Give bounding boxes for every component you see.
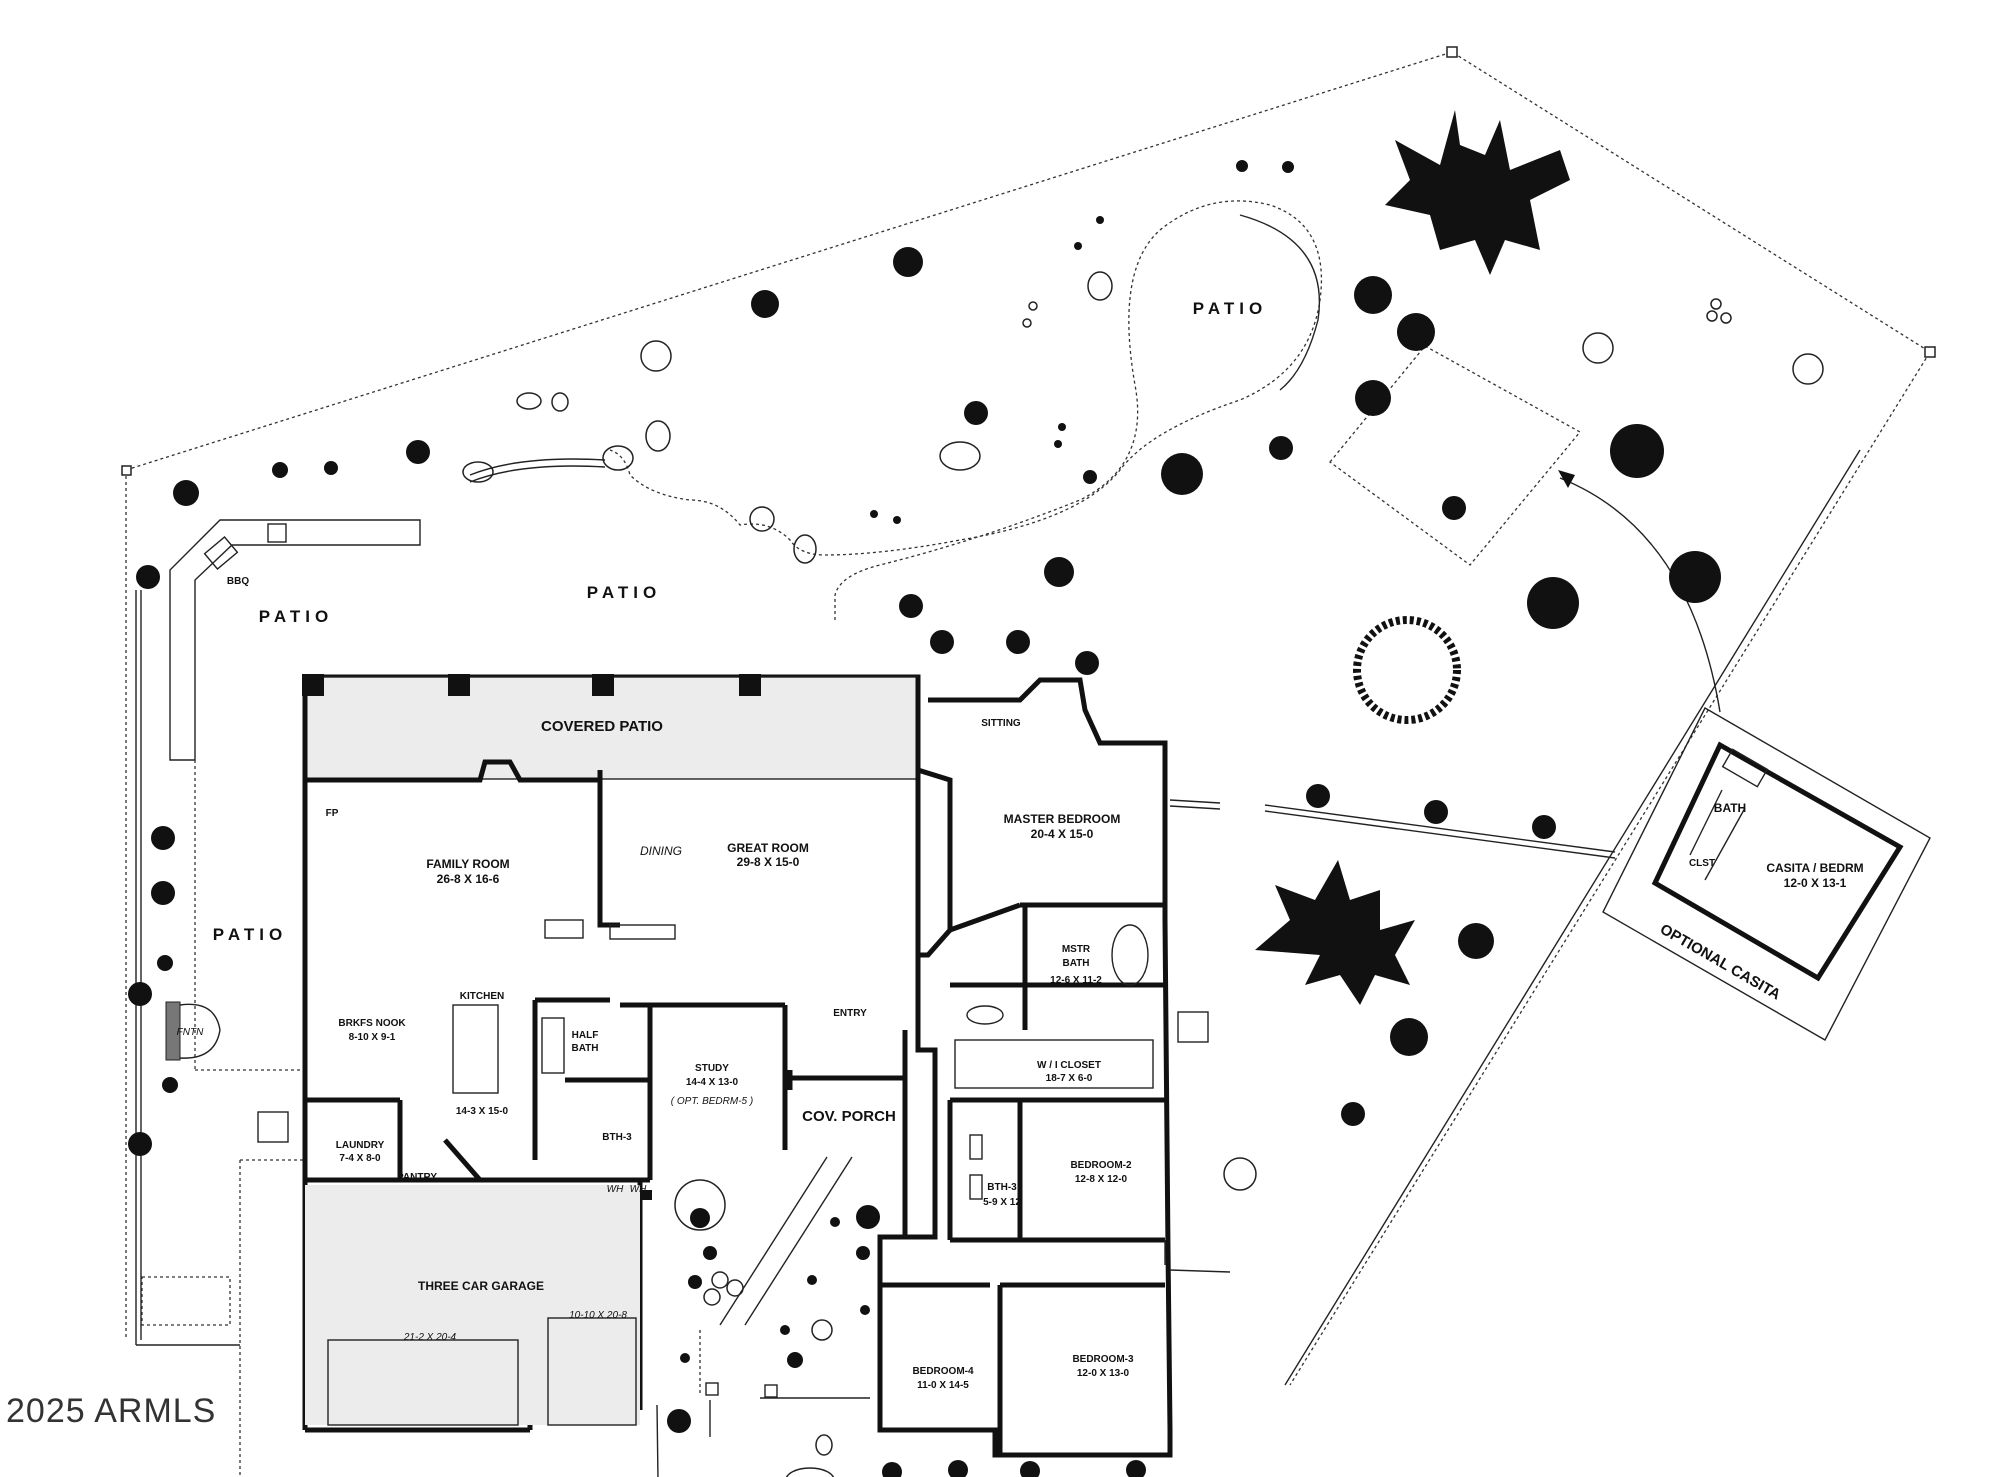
label-wi-closet-dim: 18-7 X 6-0 <box>1046 1073 1093 1084</box>
label-bedroom-4-dim: 11-0 X 14-5 <box>917 1380 969 1391</box>
label-patio-center: PATIO <box>587 583 661 602</box>
label-laundry-dim: 7-4 X 8-0 <box>339 1153 381 1164</box>
label-fntn: FNTN <box>177 1027 204 1038</box>
label-bedroom-3-dim: 12-0 X 13-0 <box>1077 1368 1130 1379</box>
label-three-car-garage: THREE CAR GARAGE <box>418 1279 544 1293</box>
label-garage-dim-a: 21-2 X 20-4 <box>403 1332 457 1343</box>
label-bedroom-2: BEDROOM-2 <box>1070 1160 1132 1171</box>
label-casita-dim: 12-0 X 13-1 <box>1784 876 1847 890</box>
label-study-opt: ( OPT. BEDRM-5 ) <box>671 1096 753 1107</box>
label-patio-left: PATIO <box>213 925 287 944</box>
label-bedroom-2-dim: 12-8 X 12-0 <box>1075 1174 1128 1185</box>
label-bbq: BBQ <box>227 576 249 587</box>
label-bth3-b-dim: 5-9 X 12 <box>983 1197 1021 1208</box>
label-sitting: SITTING <box>981 718 1021 729</box>
pool-outline <box>609 200 1323 620</box>
label-half-bath: HALF <box>572 1030 599 1041</box>
label-garage-dim-b: 10-10 X 20-8 <box>569 1310 627 1321</box>
label-half-bath-2: BATH <box>571 1043 598 1054</box>
label-family-room-dim: 26-8 X 16-6 <box>437 872 500 886</box>
landscape-trees <box>128 110 1721 1477</box>
label-master-bedroom-dim: 20-4 X 15-0 <box>1031 827 1094 841</box>
label-pantry: PANTRY <box>397 1172 437 1183</box>
label-cov-porch: COV. PORCH <box>802 1108 896 1125</box>
label-casita-clst: CLST <box>1689 858 1715 869</box>
label-study: STUDY <box>695 1063 729 1074</box>
label-fp: FP <box>326 808 339 819</box>
label-casita: CASITA / BEDRM <box>1766 861 1863 875</box>
casita <box>1602 707 1931 1041</box>
label-master-bedroom: MASTER BEDROOM <box>1004 812 1121 826</box>
label-laundry: LAUNDRY <box>336 1140 385 1151</box>
label-kitchen-dim: 14-3 X 15-0 <box>456 1106 509 1117</box>
label-study-dim: 14-4 X 13-0 <box>686 1077 739 1088</box>
label-optional-casita: OPTIONAL CASITA <box>1657 921 1784 1004</box>
label-patio-top: PATIO <box>1193 299 1267 318</box>
label-mstr-bath-dim: 12-6 X 11-2 <box>1050 975 1102 986</box>
label-bedroom-4: BEDROOM-4 <box>912 1366 974 1377</box>
bbq-counter <box>169 519 421 761</box>
label-entry: ENTRY <box>833 1008 867 1019</box>
copyright-text: 2025 ARMLS <box>6 1392 217 1430</box>
label-brkfs-nook-dim: 8-10 X 9-1 <box>349 1032 396 1043</box>
label-wi-closet: W / I CLOSET <box>1037 1060 1101 1071</box>
label-casita-bath: BATH <box>1714 801 1746 815</box>
label-great-room: GREAT ROOM <box>727 841 809 855</box>
label-covered-patio: COVERED PATIO <box>541 718 663 735</box>
label-bth3-a: BTH-3 <box>602 1132 632 1143</box>
property-line <box>125 51 1931 1386</box>
label-brkfs-nook: BRKFS NOOK <box>338 1018 406 1029</box>
label-mstr-bath: MSTR <box>1062 944 1091 955</box>
label-wh-2: WH <box>630 1184 647 1195</box>
label-wh-1: WH <box>607 1184 624 1195</box>
label-kitchen: KITCHEN <box>460 991 504 1002</box>
label-family-room: FAMILY ROOM <box>426 857 509 871</box>
label-dining: DINING <box>640 844 682 858</box>
label-mstr-bath-2: BATH <box>1062 958 1089 969</box>
label-great-room-dim: 29-8 X 15-0 <box>737 855 800 869</box>
room-labels: PATIO PATIO PATIO PATIO BBQ COVERED PATI… <box>177 299 1864 1391</box>
label-bth3-b: BTH-3 <box>987 1182 1017 1193</box>
label-bedroom-3: BEDROOM-3 <box>1072 1354 1134 1365</box>
label-patio-left-top: PATIO <box>259 607 333 626</box>
